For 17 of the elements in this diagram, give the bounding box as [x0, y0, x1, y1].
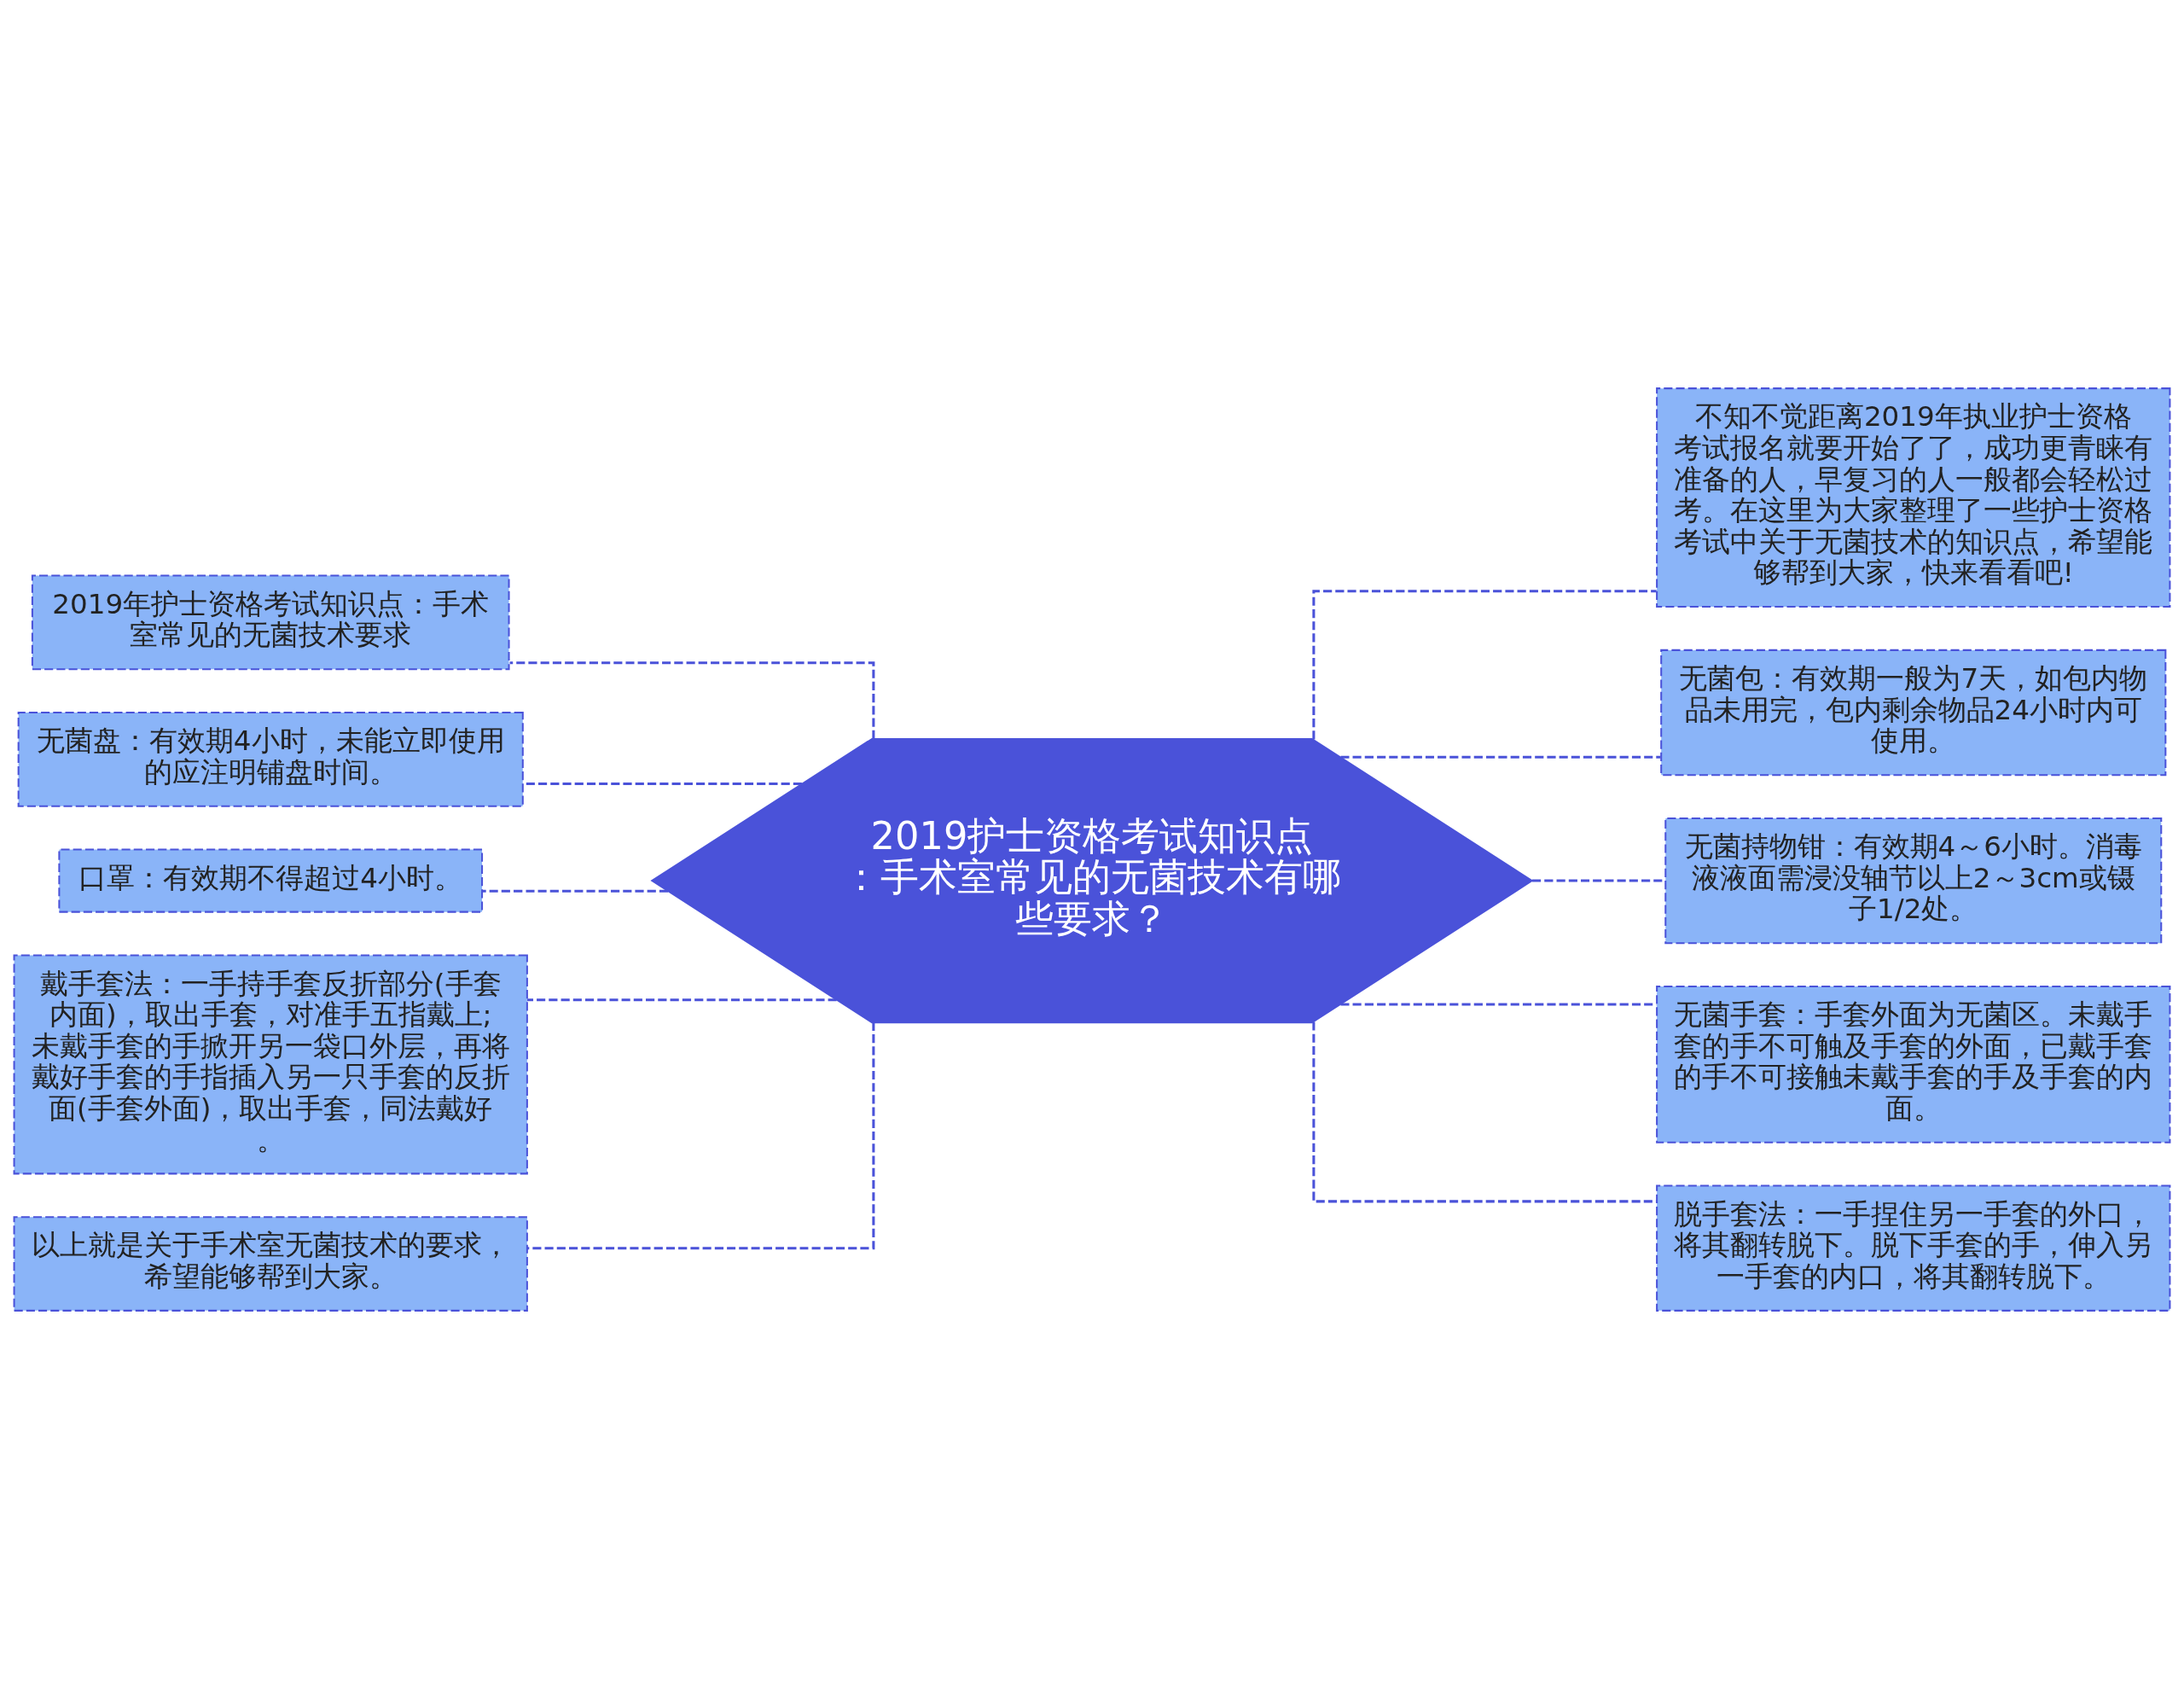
- node-box: 脱手套法：一手捏住另一手套的外口，将其翻转脱下。脱下手套的手，伸入另一手套的内口，将其翻转脱下。: [1656, 1184, 2171, 1312]
- node-box: 无菌手套：手套外面为无菌区。未戴手套的手不可触及手套的外面，已戴手套的手不可接触未戴手套的手及手套的内面。: [1656, 985, 2171, 1143]
- connector: [482, 889, 669, 893]
- node-box: 以上就是关于手术室无菌技术的要求，希望能够帮到大家。: [13, 1216, 528, 1312]
- connector: [1312, 590, 1657, 740]
- node-box: 无菌持物钳：有效期4～6小时。消毒液液面需浸没轴节以上2～3cm或镊子1/2处。: [1664, 817, 2163, 945]
- connector: [526, 1021, 875, 1250]
- connector: [527, 998, 837, 1002]
- node-box: 无菌包：有效期一般为7天，如包内物品未用完，包内剩余物品24小时内可使用。: [1660, 649, 2167, 777]
- connector: [509, 661, 875, 740]
- connector: [1312, 1021, 1657, 1203]
- node-box: 无菌盘：有效期4小时，未能立即使用的应注明铺盘时间。: [17, 712, 524, 807]
- node-box: 口罩：有效期不得超过4小时。: [58, 848, 484, 913]
- node-box: 戴手套法：一手持手套反折部分(手套内面)，取出手套，对准手五指戴上;未戴手套的手掀开另一袋口外层，再将戴好手套的手指插入另一只手套的反折面(手套外面)，取出手套，同法戴好。: [13, 954, 528, 1175]
- connector: [1340, 755, 1661, 759]
- node-box: 不知不觉距离2019年执业护士资格考试报名就要开始了了，成功更青睐有准备的人，早复习的人一般都会轻松过考。在这里为大家整理了一些护士资格考试中关于无菌技术的知识点，希望能够帮到大家，快来看看吧!: [1656, 387, 2171, 608]
- node-box: 2019年护士资格考试知识点：手术室常见的无菌技术要求: [31, 574, 510, 671]
